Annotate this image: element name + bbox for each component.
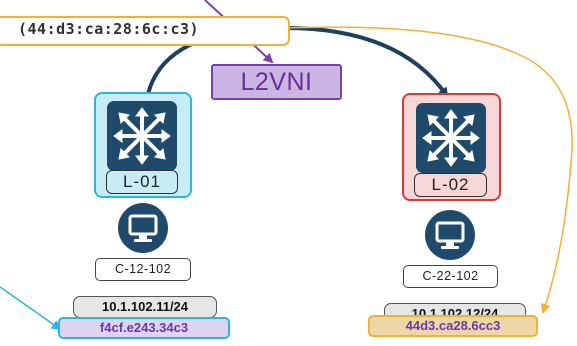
endpoint-mac-c22: 44d3.ca28.6cc3 (368, 315, 538, 337)
local-mac-pointer-arrow (0, 286, 62, 331)
endpoint-name-c22: C-22-102 (403, 265, 498, 288)
endpoint-ip-c12: 10.1.102.11/24 (73, 296, 217, 318)
switch-icon (107, 101, 177, 171)
l2vni-label: L2VNI (211, 64, 342, 100)
switch-icon (416, 103, 486, 173)
leaf-label-l01: L-01 (106, 170, 178, 194)
monitor-icon (425, 210, 475, 260)
remote-mac-arrow (285, 26, 573, 314)
endpoint-mac-c12: f4cf.e243.34c3 (58, 317, 230, 339)
mac-callout-text: (44:d3:ca:28:6c:c3) (18, 20, 200, 38)
mac-callout-box (0, 16, 290, 46)
endpoint-name-c12: C-12-102 (95, 258, 191, 281)
leaf-label-l02: L-02 (414, 173, 487, 197)
monitor-icon (118, 203, 168, 253)
